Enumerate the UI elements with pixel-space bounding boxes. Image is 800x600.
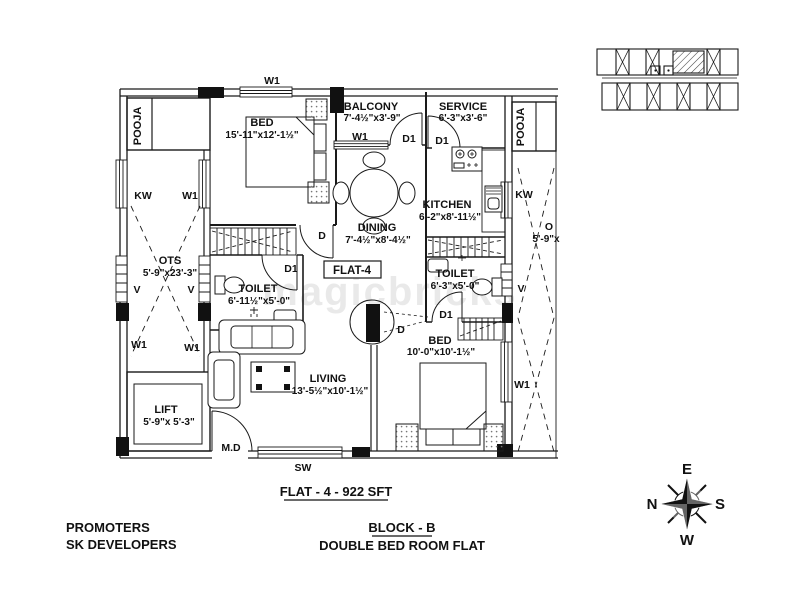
label-dining-name: DINING — [358, 222, 397, 234]
label-d1-balcony: D1 — [402, 133, 416, 145]
label-w1-balcony: W1 — [352, 131, 368, 143]
label-bed2-name: BED — [428, 335, 451, 347]
label-balcony-dim: 7'-4½"x3'-9" — [343, 113, 400, 124]
label-w1-right-low: W1 — [514, 379, 530, 391]
label-service-name: SERVICE — [439, 101, 487, 113]
key-plan-flat-highlight — [672, 50, 705, 74]
label-w1-left-low: W1 — [131, 339, 147, 351]
label-d1-toilet1: D1 — [284, 263, 298, 275]
label-ots-right-name: O — [545, 221, 553, 233]
vent-v-right — [500, 263, 513, 297]
window-w1-balcony — [333, 140, 389, 150]
compass-top: E — [682, 461, 692, 478]
window-w1-shaft — [198, 159, 211, 209]
label-kw-right: KW — [515, 189, 533, 201]
toilet2-fixtures — [427, 255, 503, 297]
key-plan — [596, 48, 739, 111]
label-flat-tag: FLAT-4 — [333, 265, 372, 277]
window-w1-right — [500, 341, 513, 403]
bed1-furniture — [245, 98, 330, 204]
window-sw-bottom — [257, 446, 343, 459]
label-toilet2-dim: 6'-3"x5'-0" — [431, 281, 480, 292]
label-w1-shaft-low: W1 — [184, 342, 200, 354]
label-living-dim: 13'-5½"x10'-1½" — [292, 386, 369, 397]
compass-left: N — [647, 496, 658, 513]
label-service-dim: 6'-3"x3'-6" — [439, 113, 488, 124]
vent-v-shaft — [198, 255, 211, 303]
doors — [211, 112, 463, 452]
label-lift-name: LIFT — [154, 404, 177, 416]
label-bed1-name: BED — [250, 117, 273, 129]
toilet1-fixtures — [214, 275, 297, 324]
label-ots-right-dim: 5'-9"x — [532, 234, 560, 245]
compass-star — [659, 476, 715, 532]
ots-cross-left — [130, 205, 201, 357]
staircase-lower — [457, 317, 504, 341]
window-kw-right — [500, 181, 513, 219]
promoters-name: SK DEVELOPERS — [66, 537, 177, 552]
living-furniture — [207, 319, 306, 409]
label-kw-left: KW — [134, 190, 152, 202]
window-kw-left — [115, 159, 128, 209]
label-toilet1-name: TOILET — [239, 283, 278, 295]
staircase-left — [209, 227, 297, 256]
label-ots-dim: 5'-9"x23'-3" — [143, 268, 198, 279]
label-balcony-name: BALCONY — [344, 101, 399, 113]
label-toilet2-name: TOILET — [436, 268, 475, 280]
promoters-label: PROMOTERS — [66, 520, 150, 535]
label-pooja-right: POOJA — [515, 108, 527, 147]
label-kitchen-name: KITCHEN — [423, 199, 472, 211]
plan-linework — [115, 86, 558, 459]
label-d-bed1: D — [318, 230, 326, 242]
label-dining-dim: 7'-4½"x8'-4½" — [345, 235, 411, 246]
compass-rose: E S W N — [647, 461, 725, 549]
flat-tag-box — [323, 260, 382, 279]
compass-star-shading — [660, 477, 714, 531]
label-d-bed2: D — [397, 324, 405, 336]
window-w1-top — [239, 86, 293, 98]
label-md: M.D — [221, 442, 241, 454]
label-bed2-dim: 10'-0"x10'-1½" — [407, 347, 475, 358]
windows — [115, 86, 513, 459]
label-sw: SW — [295, 462, 312, 474]
door-d1-toilet2 — [431, 291, 463, 323]
staircase-right — [427, 237, 504, 257]
block-subtitle: DOUBLE BED ROOM FLAT — [319, 538, 485, 553]
flat-title: FLAT - 4 - 922 SFT — [280, 484, 392, 499]
vent-v-left — [115, 255, 128, 303]
label-w1-top: W1 — [264, 75, 280, 87]
kitchen-fixtures — [451, 146, 506, 233]
door-d1-toilet1 — [261, 254, 298, 291]
door-d-bed1 — [299, 224, 334, 259]
label-bed1-dim: 15'-11"x12'-1½" — [225, 130, 298, 141]
label-pooja-left: POOJA — [132, 107, 144, 146]
door-d1-balcony — [389, 112, 423, 146]
label-v-left1: V — [133, 284, 140, 296]
bed2-furniture — [395, 362, 504, 452]
room-labels: W1 POOJA BED 15'-11"x12'-1½" BALCONY 7'-… — [131, 75, 560, 474]
key-plan-window-row2 — [616, 82, 721, 111]
label-toilet1-dim: 6'-11½"x5'-0" — [228, 296, 290, 307]
key-plan-window — [615, 48, 721, 76]
label-d1-toilet2: D1 — [439, 309, 453, 321]
compass-right: S — [715, 496, 725, 513]
dining-set — [332, 151, 416, 235]
door-d1-service — [427, 115, 461, 149]
label-w1-shaft: W1 — [182, 190, 198, 202]
door-d-bed2 — [349, 299, 429, 345]
label-kitchen-dim: 6'-2"x8'-11½" — [419, 212, 481, 223]
label-v-left2: V — [187, 284, 194, 296]
label-v-right: V — [517, 283, 524, 295]
label-living-name: LIVING — [310, 373, 347, 385]
door-main-md — [211, 410, 253, 452]
label-d1-service: D1 — [435, 135, 449, 147]
columns — [116, 87, 513, 457]
title-block: FLAT - 4 - 922 SFT PROMOTERS SK DEVELOPE… — [66, 484, 485, 553]
block-title: BLOCK - B — [368, 520, 435, 535]
label-lift-dim: 5'-9"x 5'-3" — [143, 417, 195, 428]
ots-cross-right — [517, 167, 555, 453]
compass-bottom: W — [680, 532, 695, 549]
label-ots-name: OTS — [159, 255, 182, 267]
